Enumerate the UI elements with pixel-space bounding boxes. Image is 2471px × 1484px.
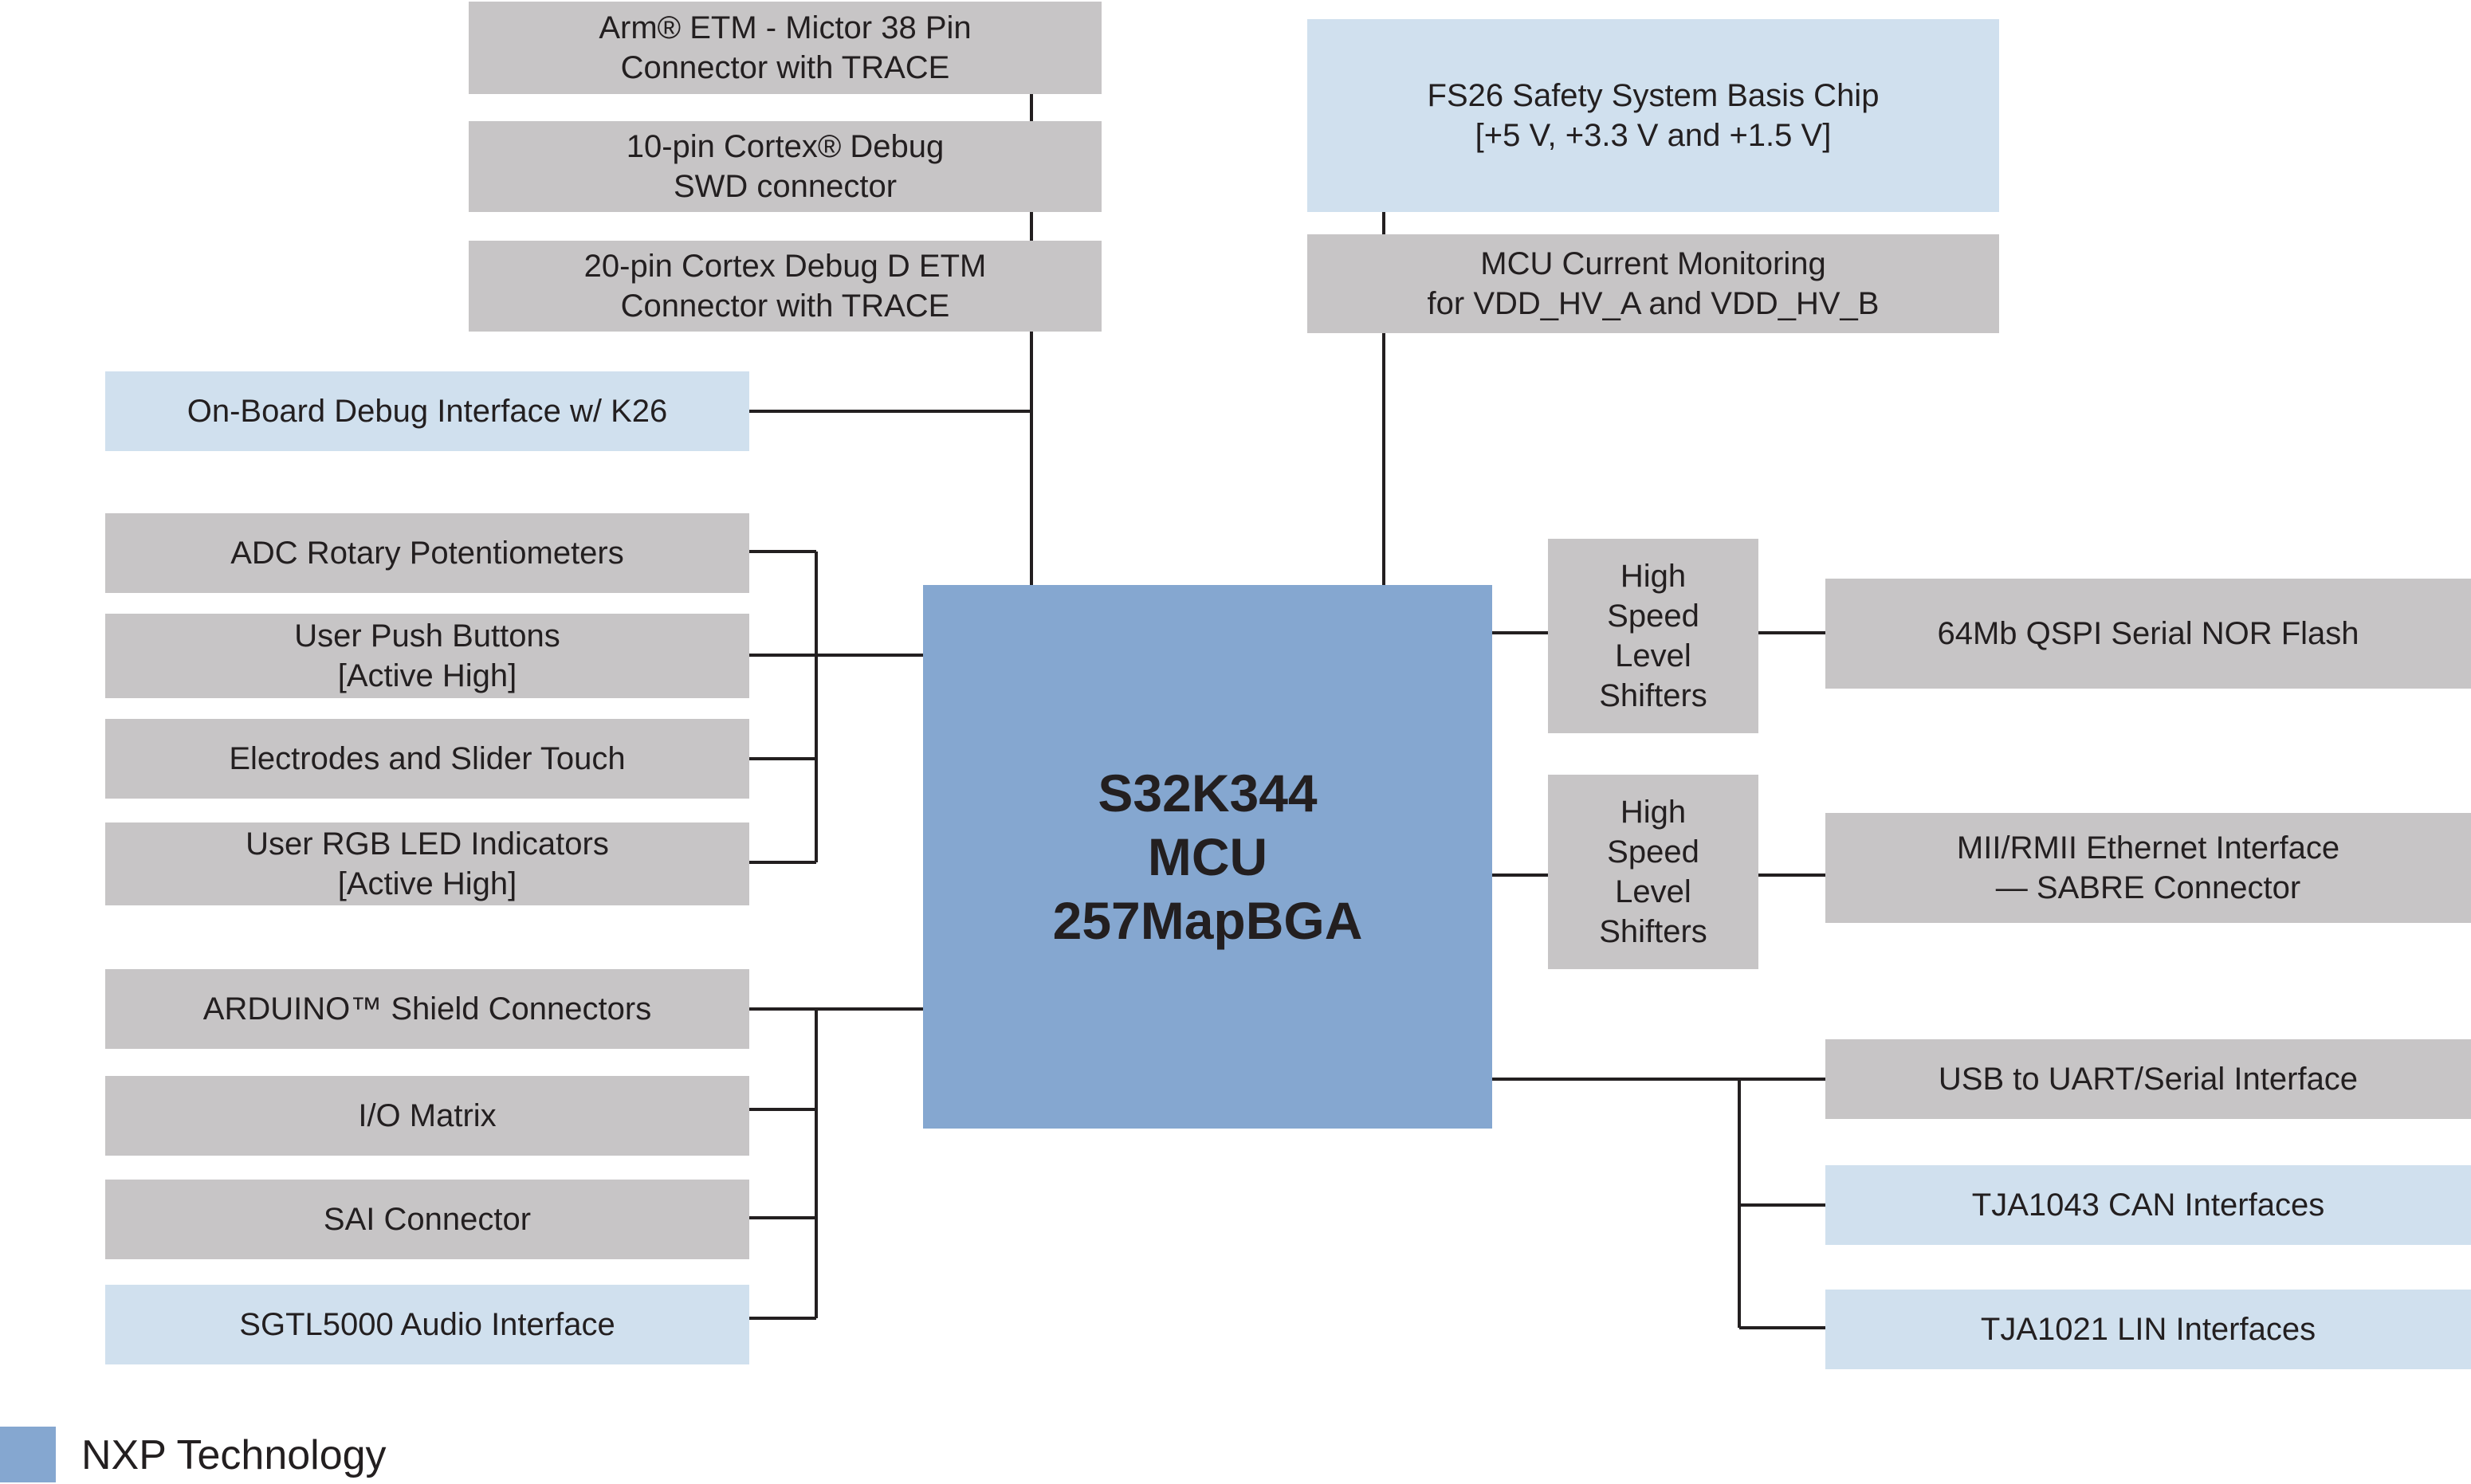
mcu-line-3: 257MapBGA	[1052, 891, 1363, 950]
mcu-line-2: MCU	[1147, 827, 1268, 886]
level-shifter-bottom-block: High Speed Level Shifters	[1548, 775, 1758, 969]
rgb-led-block: User RGB LED Indicators [Active High]	[105, 822, 749, 905]
lin-interfaces-block: TJA1021 LIN Interfaces	[1825, 1290, 2471, 1369]
can-interfaces-block: TJA1043 CAN Interfaces	[1825, 1165, 2471, 1245]
legend-label: NXP Technology	[81, 1432, 387, 1478]
touch-electrodes-block: Electrodes and Slider Touch	[105, 719, 749, 799]
sgtl5000-audio-block: SGTL5000 Audio Interface	[105, 1285, 749, 1364]
onboard-debug-block: On-Board Debug Interface w/ K26	[105, 371, 749, 451]
mcu-line-1: S32K344	[1098, 764, 1318, 822]
usb-uart-block: USB to UART/Serial Interface	[1825, 1039, 2471, 1119]
cortex-10pin-block: 10-pin Cortex® Debug SWD connector	[469, 121, 1102, 212]
current-monitor-block: MCU Current Monitoring for VDD_HV_A and …	[1307, 234, 1999, 333]
adc-potentiometers-block: ADC Rotary Potentiometers	[105, 513, 749, 593]
sai-connector-block: SAI Connector	[105, 1180, 749, 1259]
etm-mictor-block: Arm® ETM - Mictor 38 Pin Connector with …	[469, 2, 1102, 94]
s32k344-mcu-block: S32K344 MCU 257MapBGA	[923, 585, 1492, 1129]
arduino-shield-block: ARDUINO™ Shield Connectors	[105, 969, 749, 1049]
user-push-buttons-block: User Push Buttons [Active High]	[105, 614, 749, 698]
fs26-sbc-block: FS26 Safety System Basis Chip [+5 V, +3.…	[1307, 19, 1999, 212]
legend-swatch	[0, 1427, 56, 1482]
io-matrix-block: I/O Matrix	[105, 1076, 749, 1156]
qspi-flash-block: 64Mb QSPI Serial NOR Flash	[1825, 579, 2471, 689]
ethernet-interface-block: MII/RMII Ethernet Interface — SABRE Conn…	[1825, 813, 2471, 923]
cortex-20pin-block: 20-pin Cortex Debug D ETM Connector with…	[469, 241, 1102, 332]
level-shifter-top-block: High Speed Level Shifters	[1548, 539, 1758, 733]
